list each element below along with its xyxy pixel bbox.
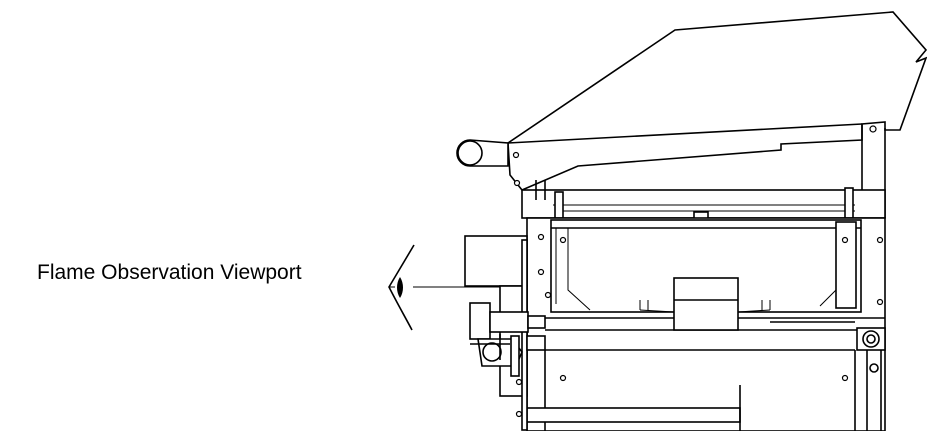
rivet-icon (513, 179, 521, 187)
rivet-icon (841, 374, 849, 382)
rivet-icon (841, 236, 849, 244)
burner-body (526, 217, 886, 431)
pipe-fitting (856, 327, 886, 431)
rivet-icon (537, 268, 545, 276)
hood-lid (507, 11, 927, 218)
viewport-assembly (469, 302, 546, 377)
rivet-icon (515, 378, 523, 386)
rivet-icon (869, 125, 877, 133)
upper-frame (521, 180, 886, 221)
rivet-icon (559, 374, 567, 382)
rivet-icon (544, 291, 552, 299)
rivet-icon (515, 410, 523, 418)
rivet-icon (537, 233, 545, 241)
eye-icon (388, 244, 415, 331)
observation-box (639, 277, 771, 331)
rivet-icon (512, 151, 520, 159)
rivet-icon (876, 298, 884, 306)
viewport-caption: Flame Observation Viewport (37, 261, 302, 284)
hinge-cylinder (456, 139, 509, 167)
rivet-icon (876, 236, 884, 244)
rivet-icon (559, 236, 567, 244)
